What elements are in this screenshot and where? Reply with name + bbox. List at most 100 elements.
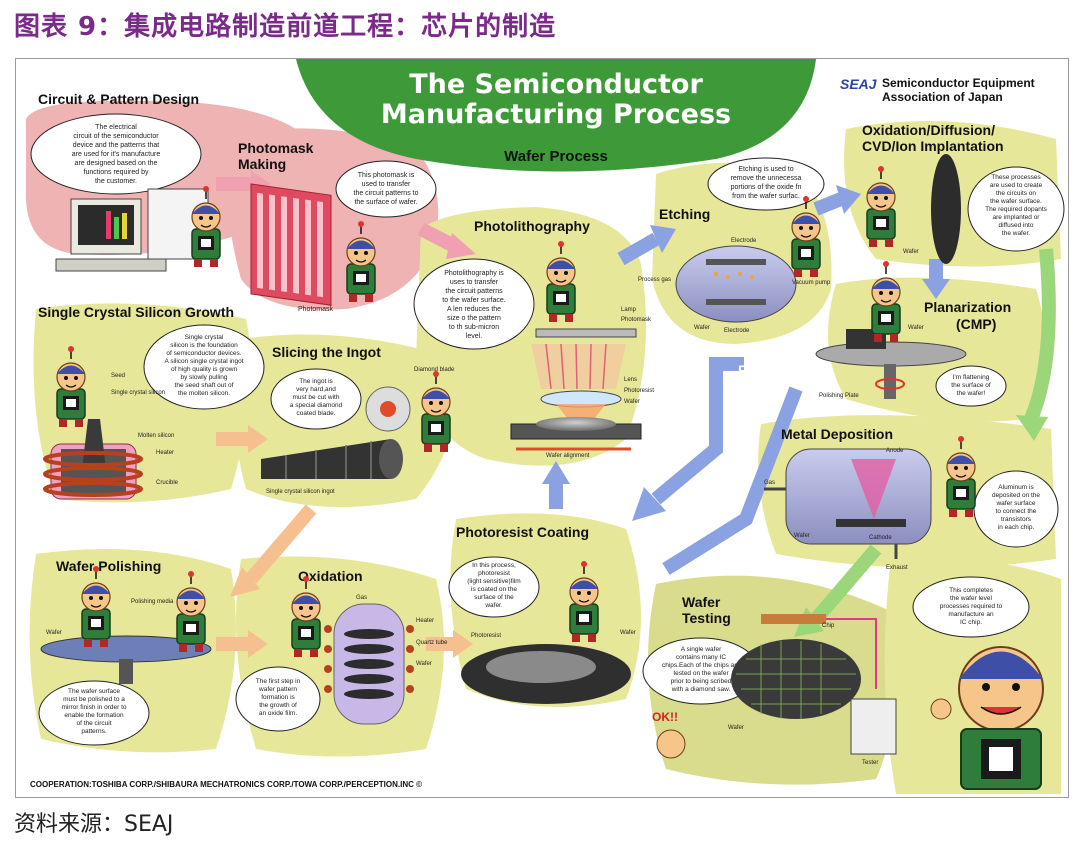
seaj-logo: SEAJ: [840, 76, 878, 92]
svg-text:must be polished to a: must be polished to a: [63, 696, 125, 703]
svg-text:deposited on the: deposited on the: [992, 492, 1040, 499]
svg-text:A silicon single crystal ingot: A silicon single crystal ingot: [164, 358, 243, 365]
svg-text:Wafer: Wafer: [46, 630, 62, 636]
svg-text:Photoresist: Photoresist: [471, 633, 501, 639]
photomask-plate: [250, 183, 332, 306]
process-poster: The Semiconductor Manufacturing Process …: [15, 58, 1069, 798]
bubble-text-oxidation: The first step in wafer pattern formatio…: [256, 678, 301, 717]
svg-text:the circuit patterns: the circuit patterns: [445, 288, 503, 295]
step-title-photomask-2: Making: [238, 156, 286, 172]
svg-text:Chip: Chip: [822, 623, 835, 629]
bubble-photolitho: [413, 258, 535, 350]
svg-text:Wafer: Wafer: [794, 533, 810, 539]
svg-text:a special diamond: a special diamond: [290, 402, 343, 409]
svg-text:The ingot is: The ingot is: [299, 378, 333, 385]
svg-text:used to transfer: used to transfer: [362, 181, 411, 188]
bubble-oxid-top: [967, 166, 1065, 252]
bubble-photoresist: [448, 556, 540, 618]
svg-text:size o the pattern: size o the pattern: [447, 315, 501, 322]
step-title-photoresist: Photoresist Coating: [456, 524, 589, 540]
svg-text:Wafer: Wafer: [728, 725, 744, 731]
svg-text:patterns.: patterns.: [81, 728, 106, 735]
svg-text:silicon is the foundation: silicon is the foundation: [170, 342, 238, 349]
svg-text:by slowly pulling: by slowly pulling: [181, 374, 228, 381]
bubble-cmp: [935, 365, 1007, 407]
labels-crystal: Seed Single crystal silicon Molten silic…: [111, 373, 179, 486]
etching-chamber: [675, 245, 797, 323]
svg-text:Process gas: Process gas: [638, 277, 671, 283]
step-title-slicing: Slicing the Ingot: [272, 344, 381, 360]
svg-text:enable the formation: enable the formation: [64, 712, 124, 719]
poster-subtitle: Wafer Process: [504, 148, 608, 165]
svg-text:the circuits on: the circuits on: [996, 190, 1036, 197]
svg-text:with a diamond saw.: with a diamond saw.: [671, 686, 731, 693]
svg-text:Vacuum pump: Vacuum pump: [792, 280, 831, 286]
svg-text:formation is: formation is: [261, 694, 295, 701]
step-title-photomask-1: Photomask: [238, 140, 314, 156]
step-title-oxid-top-1: Oxidation/Diffusion/: [862, 122, 995, 138]
svg-text:Cathode: Cathode: [869, 535, 892, 541]
bubble-text-metal: Aluminum is deposited on the wafer surfa…: [992, 484, 1040, 531]
svg-text:the seed shaft out of: the seed shaft out of: [175, 382, 234, 389]
bubble-text-photomask: This photomask is used to transfer the c…: [354, 172, 419, 206]
svg-text:of the circuit: of the circuit: [76, 720, 111, 727]
bubble-crystal: [143, 324, 265, 410]
svg-text:mirror finish in order to: mirror finish in order to: [61, 704, 126, 711]
svg-text:IC chip.: IC chip.: [960, 619, 982, 626]
svg-text:prior to being scribed: prior to being scribed: [671, 678, 732, 685]
svg-text:I'm flattening: I'm flattening: [953, 374, 990, 381]
svg-text:wafer surface: wafer surface: [995, 500, 1035, 507]
bubble-text-circuit: The electrical circuit of the semiconduc…: [72, 124, 161, 185]
svg-text:contains many IC: contains many IC: [676, 654, 727, 661]
svg-text:the wafer level: the wafer level: [950, 595, 992, 602]
svg-text:uses to transfer: uses to transfer: [450, 279, 499, 286]
label-photomask: Photomask: [298, 306, 334, 313]
step-title-metal: Metal Deposition: [781, 426, 893, 442]
svg-text:transistors: transistors: [1001, 516, 1032, 523]
svg-text:manufacture an: manufacture an: [948, 611, 994, 618]
mascot-robot: [930, 646, 1044, 790]
step-title-oxidation: Oxidation: [298, 568, 363, 584]
svg-text:very hard,and: very hard,and: [296, 386, 336, 393]
svg-text:is coated on the: is coated on the: [471, 586, 517, 593]
svg-text:diffused into: diffused into: [999, 222, 1034, 229]
stepper-illustration: [510, 328, 642, 451]
svg-text:wafer.: wafer.: [484, 602, 503, 609]
svg-text:are designed based on the: are designed based on the: [75, 160, 158, 167]
svg-text:Single crystal silicon: Single crystal silicon: [111, 390, 165, 396]
labels-testing: Chip Wafer Tester: [728, 623, 878, 766]
org-name-line2: Association of Japan: [882, 90, 1003, 104]
flow-arrows: [216, 171, 1056, 658]
svg-text:the circuit patterns to: the circuit patterns to: [354, 190, 419, 197]
source-note: 资料来源：SEAJ: [14, 812, 174, 837]
step-title-polishing: Wafer Polishing: [56, 558, 161, 574]
svg-text:Wafer: Wafer: [908, 325, 924, 331]
svg-text:circuit of the semiconductor: circuit of the semiconductor: [73, 133, 159, 140]
label-oxid-top: Wafer: [903, 249, 919, 255]
svg-text:Wafer: Wafer: [416, 661, 432, 667]
bubble-text-final: This completes the wafer level processes…: [940, 587, 1003, 626]
bubble-slicing: [270, 368, 362, 430]
labels-photolitho: Lamp Photomask Lens Photoresist Wafer Wa…: [546, 307, 654, 459]
svg-text:Wafer: Wafer: [624, 399, 640, 405]
svg-text:to th sub-micron: to th sub-micron: [449, 324, 499, 331]
ingot-illustration: [261, 386, 411, 479]
svg-text:level.: level.: [466, 333, 482, 340]
svg-text:processes required to: processes required to: [940, 603, 1003, 610]
step-title-circuit: Circuit & Pattern Design: [38, 91, 199, 107]
svg-text:A single wafer: A single wafer: [681, 646, 722, 653]
svg-text:in each chip.: in each chip.: [998, 524, 1035, 531]
svg-text:device and the patterns that: device and the patterns that: [73, 142, 159, 149]
svg-text:Single crystal: Single crystal: [185, 334, 224, 341]
bubble-text-photoresist: In this process, photoresist (light sens…: [467, 562, 520, 609]
svg-text:A len reduces the: A len reduces the: [447, 306, 501, 313]
svg-text:tested on the wafer: tested on the wafer: [673, 670, 729, 677]
step-title-etching: Etching: [659, 206, 710, 222]
svg-text:must be cut with: must be cut with: [293, 394, 340, 401]
svg-text:Photolithography is: Photolithography is: [444, 270, 504, 277]
labels-cmp: Wafer Polishing Plate: [819, 325, 924, 399]
svg-text:Aluminum is: Aluminum is: [998, 484, 1034, 491]
step-title-crystal: Single Crystal Silicon Growth: [38, 304, 234, 320]
svg-text:Lamp: Lamp: [621, 307, 637, 313]
svg-text:Lens: Lens: [624, 377, 637, 383]
